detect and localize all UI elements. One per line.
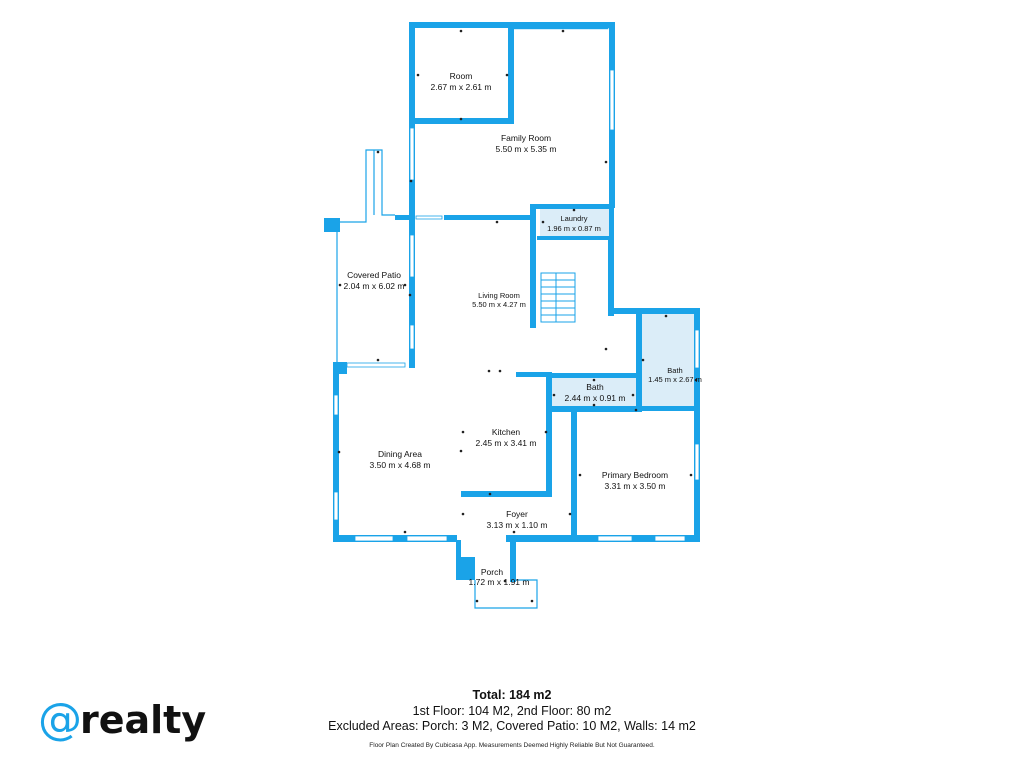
bath-right-floor xyxy=(641,313,694,409)
room-dims: 2.45 m x 3.41 m xyxy=(476,438,537,448)
room-name: Primary Bedroom xyxy=(602,470,668,480)
room-label-room: Room 2.67 m x 2.61 m xyxy=(431,71,492,92)
total-area: Total: 184 m2 xyxy=(472,688,552,702)
logo-at-symbol: @ xyxy=(38,694,82,745)
room-name: Covered Patio xyxy=(347,270,401,280)
room-name: Bath xyxy=(667,366,682,375)
room-label-foyer: Foyer 3.13 m x 1.10 m xyxy=(487,509,548,530)
room-dims: 2.67 m x 2.61 m xyxy=(431,82,492,92)
room-name: Dining Area xyxy=(378,449,422,459)
room-dims: 5.50 m x 4.27 m xyxy=(472,300,526,309)
stairs xyxy=(540,272,576,323)
room-dims: 3.50 m x 4.68 m xyxy=(370,460,431,470)
laundry-floor xyxy=(540,208,609,238)
room-dims: 3.13 m x 1.10 m xyxy=(487,520,548,530)
bath-middle-floor xyxy=(551,378,637,408)
room-name: Family Room xyxy=(501,133,551,143)
floor-areas: 1st Floor: 104 M2, 2nd Floor: 80 m2 xyxy=(412,704,612,718)
room-name: Room xyxy=(450,71,473,81)
room-label-covered-patio: Covered Patio 2.04 m x 6.02 m xyxy=(344,270,405,291)
room-label-bath-right: Bath 1.45 m x 2.67 m xyxy=(648,366,702,384)
room-dims: 3.31 m x 3.50 m xyxy=(605,481,666,491)
logo-wordmark: realty xyxy=(80,698,207,742)
room-label-dining-area: Dining Area 3.50 m x 4.68 m xyxy=(370,449,431,470)
excluded-areas: Excluded Areas: Porch: 3 M2, Covered Pat… xyxy=(328,719,696,733)
room-label-laundry: Laundry 1.96 m x 0.87 m xyxy=(547,214,601,233)
room-name: Laundry xyxy=(560,214,587,223)
room-dims: 1.96 m x 0.87 m xyxy=(547,224,601,233)
room-name: Foyer xyxy=(506,509,528,519)
bath-walls xyxy=(516,308,700,541)
room-label-kitchen: Kitchen 2.45 m x 3.41 m xyxy=(476,427,537,448)
outdoor-outlines xyxy=(336,149,538,609)
room-label-family-room: Family Room 5.50 m x 5.35 m xyxy=(496,133,557,154)
room-dims: 2.04 m x 6.02 m xyxy=(344,281,405,291)
room-dims: 2.44 m x 0.91 m xyxy=(565,393,626,403)
room-dims: 1.45 m x 2.67 m xyxy=(648,375,702,384)
room-label-porch: Porch 1.72 m x 1.91 m xyxy=(469,567,530,587)
room-name: Porch xyxy=(481,567,503,577)
room-label-bath-middle: Bath 2.44 m x 0.91 m xyxy=(565,382,626,403)
realty-logo: @ realty xyxy=(38,696,206,744)
room-name: Kitchen xyxy=(492,427,521,437)
windows xyxy=(333,27,700,542)
room-dims: 5.50 m x 5.35 m xyxy=(496,144,557,154)
room-name: Bath xyxy=(586,382,604,392)
room-label-living-room: Living Room 5.50 m x 4.27 m xyxy=(472,291,526,309)
room-dims: 1.72 m x 1.91 m xyxy=(469,577,530,587)
dimension-markers xyxy=(337,29,698,603)
room-name: Living Room xyxy=(478,291,520,300)
room-label-primary-bedroom: Primary Bedroom 3.31 m x 3.50 m xyxy=(602,470,668,491)
disclaimer: Floor Plan Created By Cubicasa App. Meas… xyxy=(369,742,655,749)
